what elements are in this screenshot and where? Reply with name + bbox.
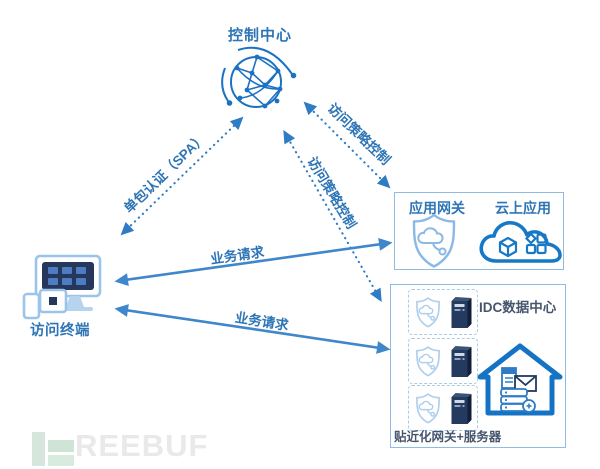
mini-shield-cloud-icon bbox=[416, 346, 440, 377]
access-terminal-label: 访问终端 bbox=[30, 323, 90, 339]
spa-arrow-label: 单包认证（SPA） bbox=[121, 130, 210, 216]
watermark-text: REEBUF bbox=[75, 428, 209, 463]
arrow-policy-bottom bbox=[283, 130, 382, 302]
mini-shield-cloud-icon bbox=[416, 297, 440, 328]
gateway-server-row bbox=[408, 385, 478, 431]
freebuf-watermark: REEBUF bbox=[32, 424, 232, 469]
server-tower-icon bbox=[451, 297, 472, 328]
gateway-server-row bbox=[408, 289, 478, 335]
idc-box: IDC数据中心 bbox=[390, 284, 566, 448]
arrow-spa bbox=[120, 116, 244, 236]
policy-top-arrow-label: 访问策略控制 bbox=[324, 100, 394, 168]
mini-shield-cloud-icon bbox=[416, 393, 440, 424]
cloud-app-label: 云上应用 bbox=[495, 200, 551, 216]
biz-bottom-arrow-label: 业务请求 bbox=[233, 309, 290, 334]
house-data-icon bbox=[477, 343, 563, 416]
biz-top-arrow-label: 业务请求 bbox=[209, 244, 265, 267]
gateway-server-row bbox=[408, 338, 478, 384]
server-tower-icon bbox=[451, 393, 472, 424]
terminal-devices-icon bbox=[22, 254, 102, 320]
control-center-label: 控制中心 bbox=[227, 27, 292, 44]
shield-cloud-icon bbox=[412, 213, 456, 268]
policy-bottom-arrow-label: 访问策略控制 bbox=[304, 154, 360, 232]
gateway-cloud-box: 应用网关 云上应用 bbox=[394, 192, 564, 270]
cloud-apps-icon bbox=[479, 220, 562, 263]
network-globe-icon bbox=[221, 46, 297, 109]
idc-footer-label: 贴近化网关+服务器 bbox=[394, 430, 502, 444]
server-tower-icon bbox=[451, 346, 472, 377]
idc-title: IDC数据中心 bbox=[479, 300, 557, 315]
app-gateway-label: 应用网关 bbox=[409, 200, 465, 216]
